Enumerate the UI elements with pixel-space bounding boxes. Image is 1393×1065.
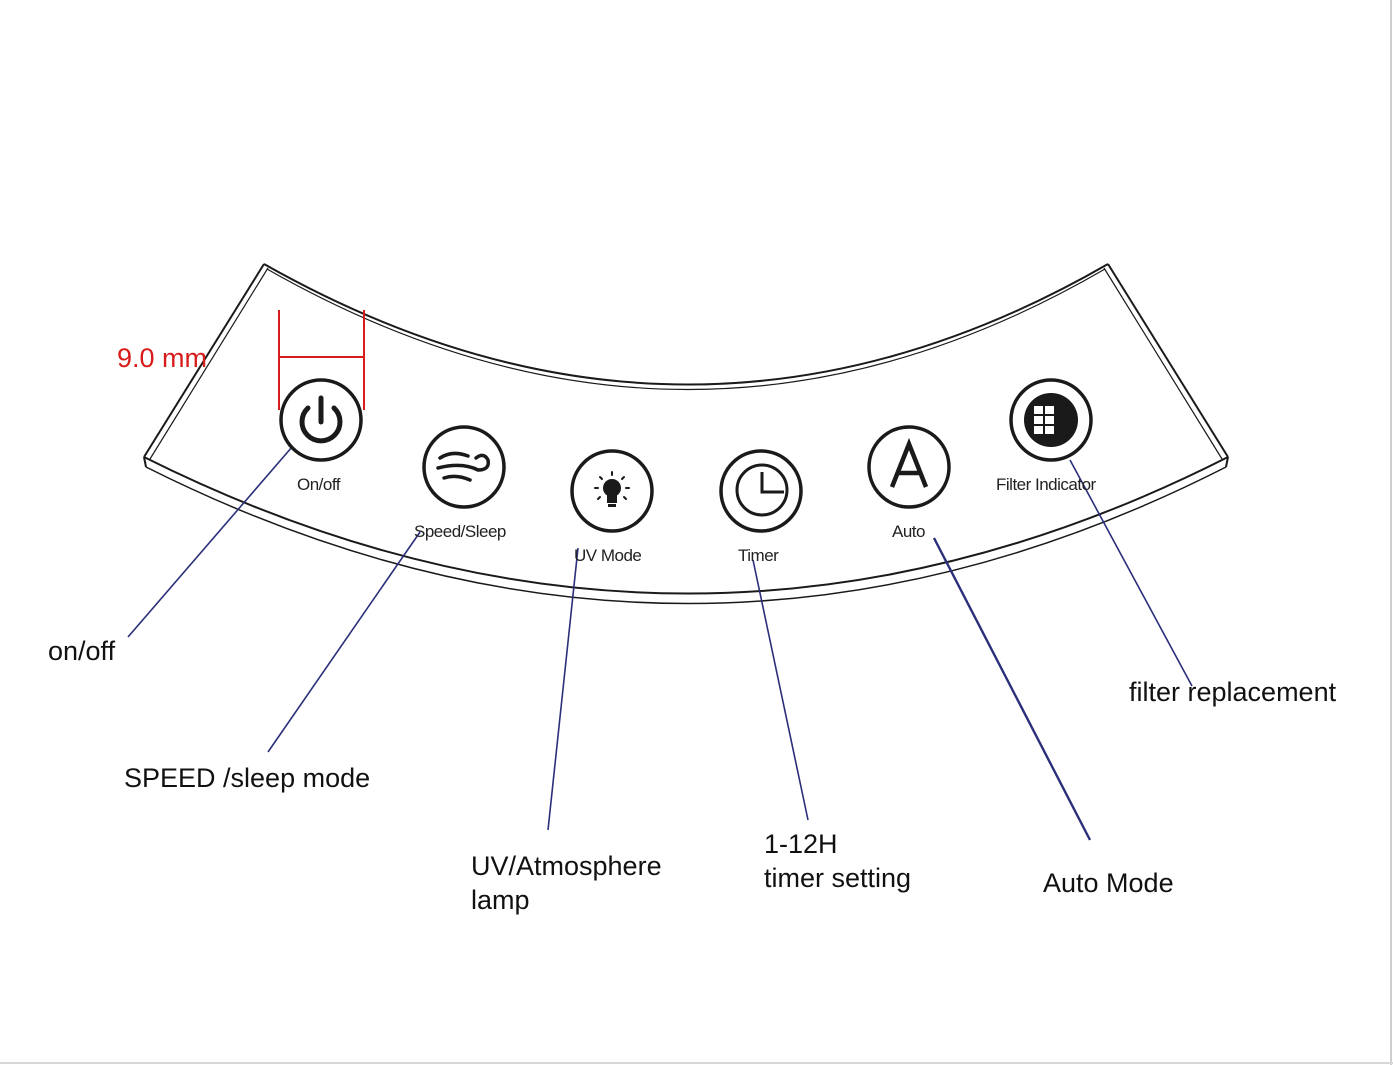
callout-filter: filter replacement	[1129, 677, 1337, 707]
panel-outline	[143, 263, 1229, 605]
panel-right-edge	[1107, 263, 1229, 458]
uv-button-label: UV Mode	[574, 546, 641, 565]
callout-uv-line1: UV/Atmosphere	[471, 851, 662, 881]
filter-grid-icon	[1024, 393, 1078, 447]
auto-button[interactable]	[867, 425, 951, 509]
filter-button[interactable]	[1009, 378, 1093, 462]
panel-right-edge-inner	[1103, 267, 1223, 460]
panel-left-edge	[143, 263, 265, 458]
clock-icon	[735, 463, 789, 517]
callout-auto: Auto Mode	[1043, 868, 1174, 898]
panel-bottom-arc-lower	[145, 466, 1227, 605]
callout-onoff: on/off	[48, 636, 116, 666]
onoff-button[interactable]	[279, 378, 363, 462]
speed-button-label: Speed/Sleep	[414, 522, 506, 541]
panel-right-cap	[1225, 456, 1229, 468]
leader-speed	[267, 531, 421, 753]
leader-timer	[752, 559, 809, 821]
panel-bottom-arc	[143, 456, 1229, 595]
callout-timer-line1: 1-12H	[764, 829, 838, 859]
leader-uv	[547, 547, 579, 831]
lightbulb-icon	[594, 471, 630, 507]
uv-button[interactable]	[570, 449, 654, 533]
power-icon	[299, 395, 343, 444]
auto-button-ring	[867, 425, 951, 509]
onoff-button-label: On/off	[297, 475, 341, 494]
dimension-label: 9.0 mm	[117, 343, 207, 373]
letter-a-icon	[889, 437, 929, 488]
panel-top-arc-inner	[266, 268, 1106, 390]
timer-button[interactable]	[719, 449, 803, 533]
callout-timer-line2: timer setting	[764, 863, 911, 893]
callout-speed: SPEED /sleep mode	[124, 763, 370, 793]
leader-filter	[1069, 459, 1193, 687]
wind-icon	[436, 451, 491, 482]
leader-lines	[127, 446, 1193, 841]
panel-left-cap	[143, 456, 147, 468]
callout-uv-line2: lamp	[471, 885, 530, 915]
leader-auto	[932, 537, 1092, 841]
panel-left-edge-inner	[149, 267, 269, 460]
timer-button-label: Timer	[738, 546, 779, 565]
dimension-marker	[278, 310, 365, 410]
filter-button-label: Filter Indicator	[996, 475, 1097, 494]
auto-button-label: Auto	[892, 522, 925, 541]
panel-top-arc	[263, 263, 1109, 386]
leader-onoff	[127, 446, 293, 638]
speed-button[interactable]	[422, 425, 506, 509]
